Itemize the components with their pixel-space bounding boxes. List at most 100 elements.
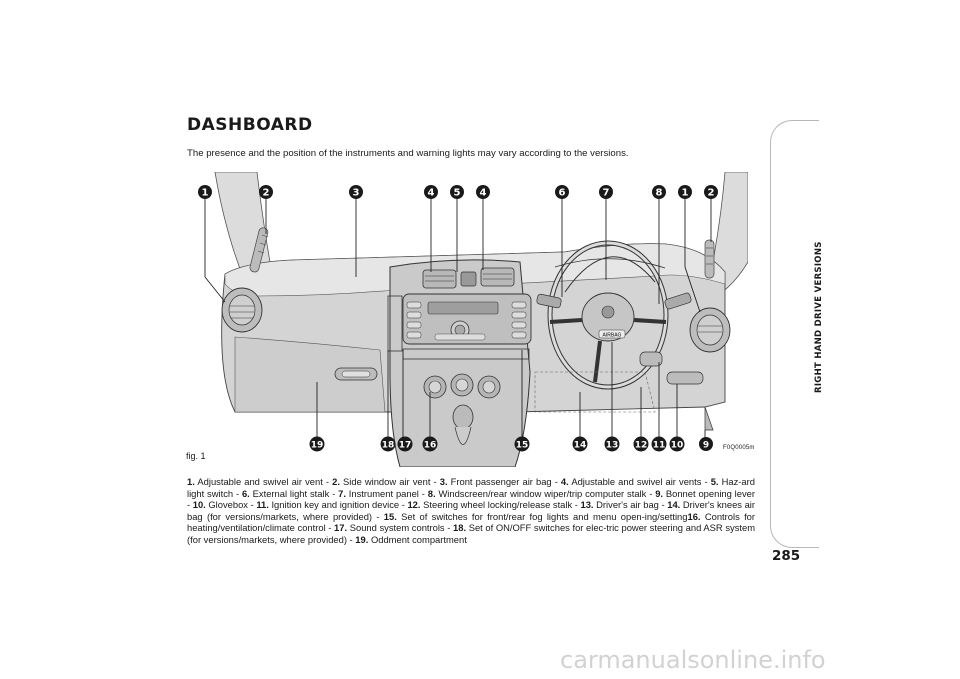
callout-text: 8 [656,188,663,199]
legend-number: 10. [192,499,206,510]
legend-text: Controls for heating/ventilation/climate… [187,510,756,534]
light-stalk [536,293,562,309]
callout-text: 17 [399,441,412,451]
callout-text: 2 [708,188,715,199]
callout-9 [699,437,713,451]
callout-5 [450,185,464,199]
right-side-window-vent [704,239,715,279]
side-tab-text: RIGHT HAND DRIVE VERSIONS [814,241,824,393]
callout-14 [572,436,588,452]
legend-number: 1. [187,476,195,487]
legend-text: Haz-ard light switch - [187,476,755,499]
legend-number: 4. [560,476,569,487]
callout-11 [651,436,667,452]
legend-text: External light stalk - [249,487,339,499]
legend-number: 6. [241,487,250,499]
legend-number: 19. [355,533,369,545]
callout-text: 14 [574,441,587,451]
callout-text: 16 [424,441,437,451]
callout-12 [633,436,649,452]
intro-text: The presence and the position of the ins… [187,148,629,159]
callout-16 [422,436,438,452]
page-title: DASHBOARD [187,115,313,135]
airbag-label: AIRBAG [603,333,622,339]
figure-label: fig. 1 [186,451,206,461]
callout-17 [397,436,413,452]
callout-text: 10 [671,441,684,451]
callout-13 [604,436,620,452]
callout-1-right [678,185,692,199]
legend-text: Steering wheel locking/release stalk - [420,499,581,510]
callout-text: 11 [653,441,666,451]
callout-text: 18 [382,441,395,451]
callout-19 [309,436,325,452]
callout-15 [514,436,530,452]
legend-number: 5. [710,476,719,487]
callout-8 [652,185,666,199]
legend-text: Driver's air bag - [593,499,668,510]
legend-text: Oddment compartment [368,533,467,545]
legend-number: 9. [655,487,664,499]
callout-text: 7 [603,188,610,199]
legend-text: Ignition key and ignition device - [268,499,408,510]
callout-1-left [198,185,212,199]
legend-number: 11. [256,499,269,510]
callout-text: 1 [682,188,689,199]
legend-text: Glovebox - [205,499,257,510]
oddment-compartment-handle [334,367,378,381]
legend-number: 14. [667,499,681,510]
callout-2-right [704,185,718,199]
callout-7 [599,185,613,199]
legend-text: Adjustable and swivel air vents - [568,476,711,487]
callout-text: 2 [263,188,270,199]
legend-number: 3. [439,476,448,487]
legend-number: 8. [427,487,436,499]
top-callouts: 1 2 3 4 5 4 6 7 8 1 2 [198,185,718,199]
legend-text: Adjustable and swivel air vent - [194,476,333,487]
legend-number: 15. [383,510,397,522]
figure-code: F0Q0005m [723,445,755,451]
bottom-callouts: 19 18 17 16 15 14 13 12 11 10 9 [309,436,713,452]
left-side-window-vent [249,227,269,273]
legend-text: Driver's knees air bag (for versions/mar… [187,499,756,522]
legend-text: Front passenger air bag - [447,476,561,487]
watermark: carmanualsonline.info [560,646,826,674]
legend-text: Bonnet opening lever - [187,487,756,511]
legend-text: Instrument panel - [345,487,428,499]
callout-3 [349,185,363,199]
callout-18 [380,436,396,452]
callout-text: 13 [606,441,619,451]
side-tab [770,120,819,548]
callout-text: 4 [428,188,435,199]
left-round-air-vent [221,287,263,333]
callout-text: 6 [559,188,566,199]
callout-4-left [424,185,438,199]
callout-text: 15 [516,441,529,451]
callout-text: 9 [703,441,709,451]
steering-wheel: AIRBAG [547,240,669,390]
legend-number: 18. [453,522,467,533]
legend-number: 16. [687,510,701,522]
callout-text: 5 [454,188,461,199]
callout-6 [555,185,569,199]
legend-number: 7. [338,487,346,499]
legend-text: Windscreen/rear window wiper/trip comput… [435,487,656,499]
center-console [389,259,532,467]
callout-text: 12 [635,441,648,451]
callout-text: 19 [311,441,324,451]
legend-text: Sound system controls - [347,522,454,533]
figure-caption: 1. Adjustable and swivel air vent - 2. S… [187,476,755,545]
callout-text: 3 [353,188,360,199]
callout-4-right [476,185,490,199]
dashboard-figure: AIRBAG [185,172,748,467]
legend-text: Set of ON/OFF switches for elec-tric pow… [187,522,756,545]
page-number: 285 [772,548,801,564]
legend-text: Set of switches for front/rear fog light… [396,510,688,522]
callout-10 [669,436,685,452]
legend-number: 13. [580,499,594,510]
legend-number: 17. [334,522,348,533]
legend-text: Side window air vent - [339,476,440,487]
wiper-stalk [664,292,692,310]
legend-number: 12. [407,499,421,510]
right-round-air-vent [689,307,731,353]
